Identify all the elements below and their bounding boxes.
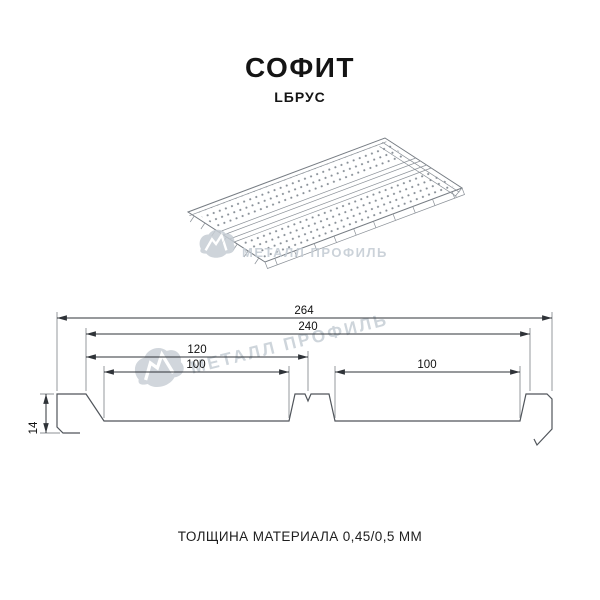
dimension-100-left: 100 xyxy=(104,359,289,375)
brand-logo-icon xyxy=(199,229,235,258)
dimension-120-label: 120 xyxy=(187,344,206,356)
dimension-120: 120 xyxy=(86,344,308,360)
watermark-lower: МЕТАЛЛ ПРОФИЛЬ xyxy=(134,309,390,387)
page-subtitle: LБРУС xyxy=(274,89,326,105)
panel-perspective-view xyxy=(186,137,465,269)
panel-edge-face xyxy=(264,187,465,269)
brand-logo-icon xyxy=(134,348,184,387)
material-thickness-note: ТОЛЩИНА МАТЕРИАЛА 0,45/0,5 ММ xyxy=(177,529,423,544)
perforation-field-left xyxy=(195,142,410,229)
dimension-240-label: 240 xyxy=(298,321,317,333)
watermark-brand-text: МЕТАЛЛ ПРОФИЛЬ xyxy=(242,245,388,260)
watermark-upper: МЕТАЛЛ ПРОФИЛЬ xyxy=(199,229,388,260)
panel-groove-lines xyxy=(218,157,432,243)
cross-section: 264 240 120 100 100 xyxy=(28,305,553,447)
dimension-100-left-label: 100 xyxy=(186,359,205,371)
panel-edge-hatching xyxy=(274,191,456,265)
dimension-100-right: 100 xyxy=(335,359,520,375)
profile-outline xyxy=(56,393,553,447)
dimension-14-label: 14 xyxy=(28,421,40,434)
perforation-field-right xyxy=(240,171,455,258)
dimension-14: 14 xyxy=(28,394,49,434)
dimension-264-label: 264 xyxy=(294,305,314,317)
watermark-brand-text: МЕТАЛЛ ПРОФИЛЬ xyxy=(188,309,390,378)
dimension-240: 240 xyxy=(86,321,530,337)
dimension-264: 264 xyxy=(57,305,552,321)
page-title: СОФИТ xyxy=(245,52,355,83)
dimension-100-right-label: 100 xyxy=(417,359,436,371)
